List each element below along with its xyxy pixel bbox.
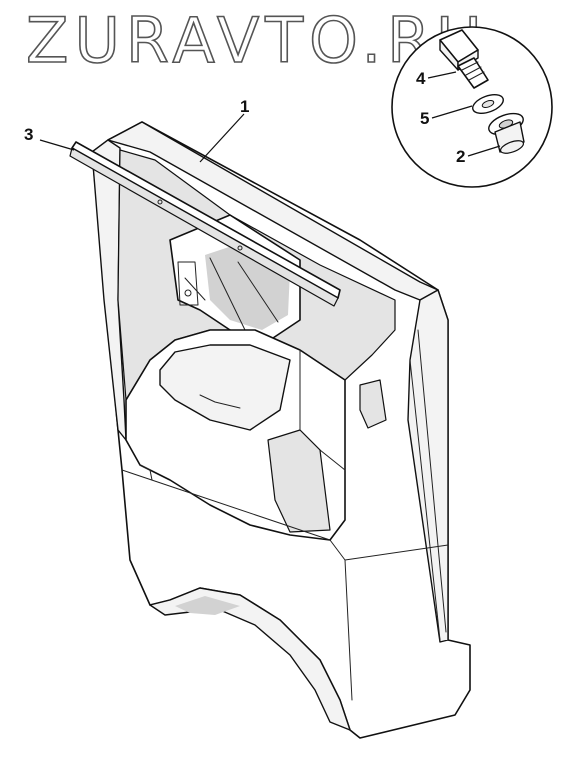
leader-2	[467, 145, 501, 157]
watermark-logo: ZURAVTO.RU	[26, 4, 488, 77]
leader-lines	[39, 71, 501, 163]
callout-3: 3	[24, 125, 33, 144]
bolt	[439, 29, 489, 89]
rivet-nut	[488, 112, 525, 154]
leader-5	[431, 105, 473, 119]
leader-1	[199, 113, 245, 163]
detail-inset	[391, 26, 553, 188]
quarter-trim-panel	[91, 121, 471, 739]
callout-1: 1	[240, 97, 249, 116]
callout-4: 4	[416, 69, 426, 88]
leader-4	[427, 71, 457, 79]
callout-2: 2	[456, 147, 465, 166]
leader-3	[39, 139, 75, 151]
washer	[472, 94, 504, 114]
trim-strip	[69, 141, 341, 307]
callout-5: 5	[420, 109, 429, 128]
callout-labels: 1 2 3 4 5	[24, 69, 465, 166]
